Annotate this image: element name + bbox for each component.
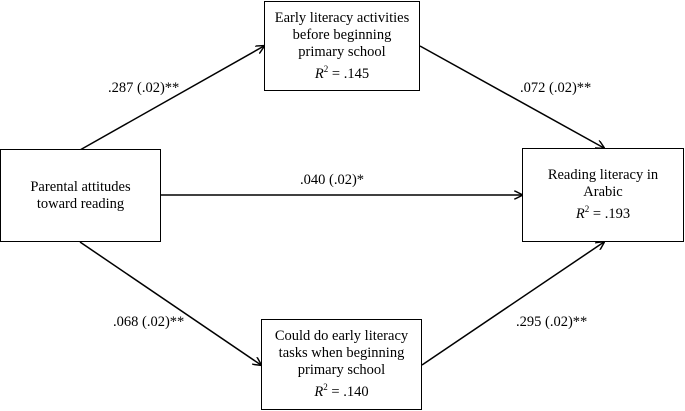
node-tasks-line-3: primary school bbox=[297, 362, 386, 379]
node-activities-line-1: Early literacy activities bbox=[274, 9, 410, 26]
label-parental-to-tasks: .068 (.02)** bbox=[113, 314, 185, 330]
node-parental-line-1: Parental attitudes bbox=[30, 178, 131, 195]
node-tasks-line-2: tasks when beginning bbox=[278, 345, 405, 362]
node-reading-r2: R2 = .193 bbox=[575, 204, 631, 222]
label-activities-to-reading: .072 (.02)** bbox=[520, 80, 592, 96]
node-reading-line-2: Arabic bbox=[583, 184, 623, 201]
label-parental-to-activities: .287 (.02)** bbox=[108, 80, 180, 96]
label-tasks-to-reading: .295 (.02)** bbox=[516, 314, 588, 330]
node-activities-r2: R2 = .145 bbox=[314, 63, 370, 82]
node-reading-line-1: Reading literacy in bbox=[547, 167, 659, 184]
arrow-activities-to-reading bbox=[419, 45, 604, 148]
arrow-parental-to-tasks bbox=[79, 241, 261, 365]
node-activities-line-3: primary school bbox=[298, 43, 386, 60]
node-early-literacy-activities: Early literacy activities before beginni… bbox=[264, 1, 420, 91]
node-tasks-r2: R2 = .140 bbox=[314, 382, 369, 400]
node-activities-line-2: before beginning bbox=[292, 26, 392, 43]
node-early-literacy-tasks: Could do early literacy tasks when begin… bbox=[261, 319, 422, 410]
label-parental-to-reading: .040 (.02)* bbox=[300, 172, 365, 188]
node-reading-literacy: Reading literacy in Arabic R2 = .193 bbox=[522, 148, 684, 242]
arrow-tasks-to-reading bbox=[421, 242, 604, 366]
arrow-parental-to-activities bbox=[79, 46, 264, 151]
node-tasks-line-1: Could do early literacy bbox=[274, 328, 409, 345]
node-parental-attitudes: Parental attitudes toward reading bbox=[0, 149, 161, 242]
node-parental-line-2: toward reading bbox=[36, 195, 125, 212]
